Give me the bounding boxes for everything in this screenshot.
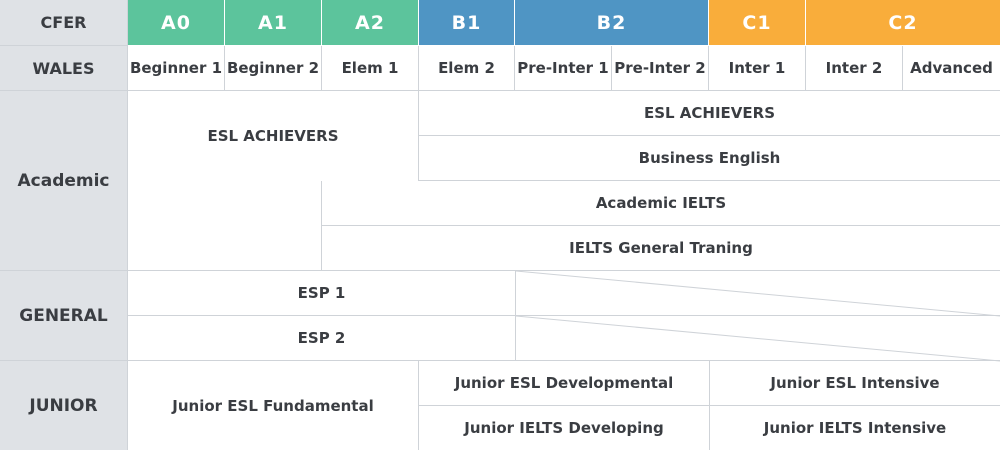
junior-esl-intensive: Junior ESL Intensive [710,361,1000,406]
ielts-general-training: IELTS General Traning [322,226,1000,271]
level-b2: B2 [515,0,709,46]
esp-2: ESP 2 [128,316,516,361]
sublevel-pre-inter-1: Pre-Inter 1 [515,46,612,91]
level-b1: B1 [419,0,515,46]
esp-2-empty-cell [516,316,1000,361]
level-c1: C1 [709,0,806,46]
junior-esl-fundamental: Junior ESL Fundamental [128,361,419,450]
esl-achievers-lower-tail [128,181,322,271]
esl-achievers-lower: ESL ACHIEVERS [128,91,419,181]
level-a2: A2 [322,0,419,46]
level-a0: A0 [128,0,225,46]
sublevel-inter-1: Inter 1 [709,46,806,91]
esp-1-empty-cell [516,271,1000,316]
esp-1: ESP 1 [128,271,516,316]
junior-ielts-developing: Junior IELTS Developing [419,406,710,450]
sublevel-elem-2: Elem 2 [419,46,515,91]
sublevel-beginner-1: Beginner 1 [128,46,225,91]
sublevel-beginner-2: Beginner 2 [225,46,322,91]
level-a1: A1 [225,0,322,46]
sublevel-elem-1: Elem 1 [322,46,419,91]
esl-achievers-upper: ESL ACHIEVERS [419,91,1000,136]
level-c2: C2 [806,0,1000,46]
junior-label: JUNIOR [0,361,128,450]
general-label: GENERAL [0,271,128,361]
wales-header: WALES [0,46,128,91]
junior-esl-developmental: Junior ESL Developmental [419,361,710,406]
academic-label: Academic [0,91,128,271]
sublevel-advanced: Advanced [903,46,1000,91]
sublevel-pre-inter-2: Pre-Inter 2 [612,46,709,91]
business-english: Business English [419,136,1000,181]
sublevel-inter-2: Inter 2 [806,46,903,91]
junior-ielts-intensive: Junior IELTS Intensive [763,419,947,437]
academic-ielts: Academic IELTS [322,181,1000,226]
cfer-header: CFER [0,0,128,46]
